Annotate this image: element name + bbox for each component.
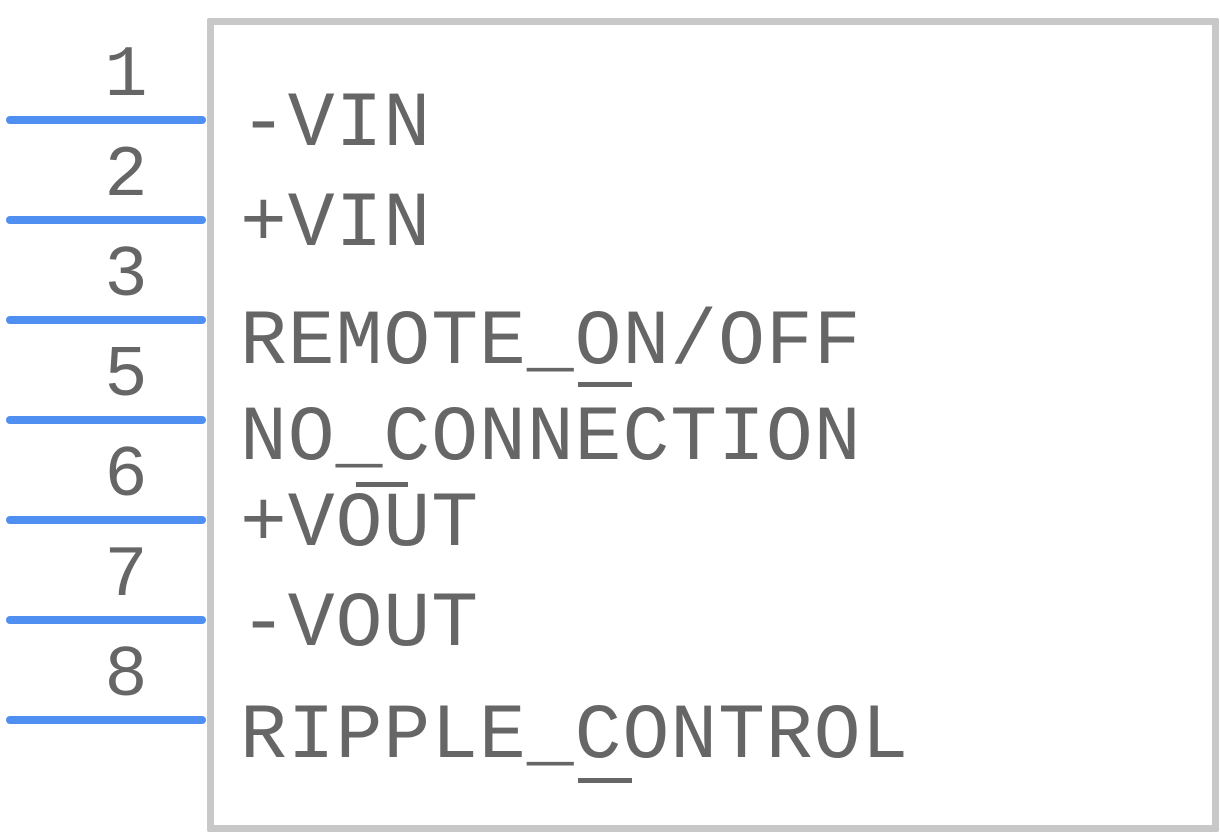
component-body: [207, 18, 1219, 832]
pin-label: RIPPLE_CONTROL: [240, 693, 910, 781]
underscore-bar: [578, 382, 632, 387]
pin-number: 2: [104, 135, 148, 217]
pin-7[interactable]: 7 -VOUT: [0, 500, 1220, 664]
pin-line[interactable]: [6, 716, 206, 724]
underscore-bar: [356, 482, 408, 487]
pin-label: NO_CONNECTION: [240, 395, 862, 483]
pin-label: -VOUT: [240, 581, 480, 669]
pin-number: 5: [104, 335, 148, 417]
pin-5[interactable]: 5 NO_CONNECTION: [0, 300, 1220, 487]
pin-line[interactable]: [6, 116, 206, 124]
pin-line[interactable]: [6, 316, 206, 324]
pin-label: REMOTE_ON/OFF: [240, 299, 862, 387]
pin-label: -VIN: [240, 81, 432, 169]
pin-line[interactable]: [6, 416, 206, 424]
pin-2[interactable]: 2 +VIN: [0, 100, 1220, 264]
pin-number: 1: [104, 35, 148, 117]
pin-label: +VOUT: [240, 481, 480, 569]
pin-line[interactable]: [6, 216, 206, 224]
pin-3[interactable]: 3 REMOTE_ON/OFF: [0, 200, 1220, 387]
pin-line[interactable]: [6, 616, 206, 624]
pin-number: 8: [104, 635, 148, 717]
pin-8[interactable]: 8 RIPPLE_CONTROL: [0, 600, 1220, 783]
pin-1[interactable]: 1 -VIN: [0, 0, 1220, 164]
pin-number: 7: [104, 535, 148, 617]
pin-number: 6: [104, 435, 148, 517]
underscore-bar: [578, 778, 632, 783]
pin-line[interactable]: [6, 516, 206, 524]
pin-6[interactable]: 6 +VOUT: [0, 400, 1220, 564]
pin-label: +VIN: [240, 181, 432, 269]
pin-number: 3: [104, 235, 148, 317]
